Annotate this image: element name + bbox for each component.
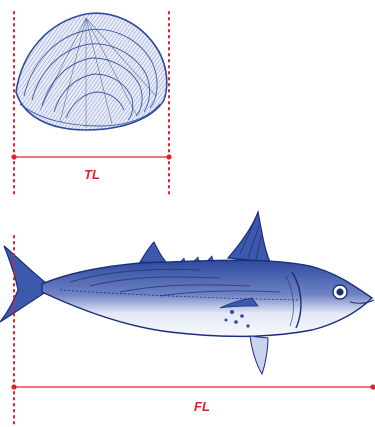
fl-label: FL [172,399,232,415]
fl-start-point [11,384,16,389]
fl-end-point [370,384,375,389]
tl-label: TL [62,167,122,183]
tl-start-point [11,154,16,159]
tuna-fish-icon [0,212,374,374]
clam-shell-icon [16,13,167,130]
tl-end-point [166,154,171,159]
